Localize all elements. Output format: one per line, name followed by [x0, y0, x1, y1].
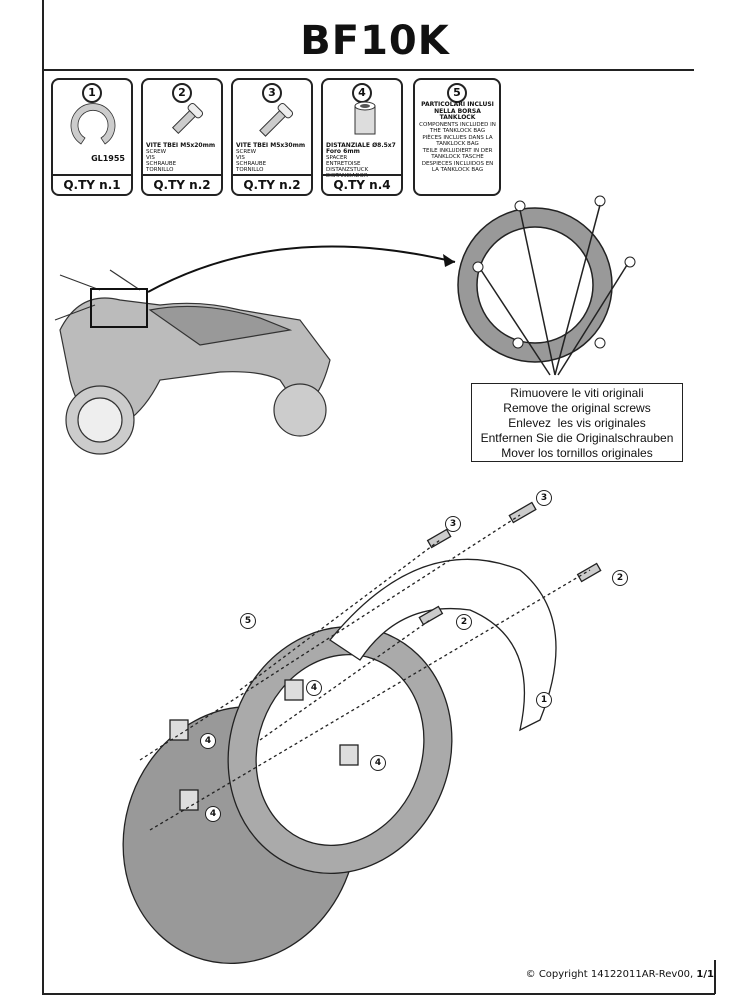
instruction-box: Rimuovere le viti originali Remove the o…: [471, 383, 683, 462]
page-frame-left: [42, 0, 44, 994]
callout-5: 5: [240, 613, 256, 629]
part-quantity: Q.TY n.4: [323, 174, 401, 194]
callout-2: 2: [456, 614, 472, 630]
part-number: 3: [262, 83, 282, 103]
tank-ring-plate-icon: [70, 103, 116, 145]
part-quantity: Q.TY n.2: [233, 174, 311, 194]
part-quantity: Q.TY n.2: [143, 174, 221, 194]
part-box-5: 5 PARTICOLARI INCLUSI NELLA BORSA TANKLO…: [413, 78, 501, 196]
instruction-en: Remove the original screws: [503, 401, 651, 415]
screw-icon: [259, 102, 294, 137]
part-quantity: Q.TY n.1: [53, 174, 131, 194]
part-number: 5: [447, 83, 467, 103]
screw-icon: [171, 102, 204, 135]
part-description: PARTICOLARI INCLUSI NELLA BORSA TANKLOCK…: [419, 101, 496, 173]
callout-2: 2: [612, 570, 628, 586]
callout-4: 4: [205, 806, 221, 822]
callout-4: 4: [306, 680, 322, 696]
instruction-es: Mover los tornillos originales: [501, 446, 653, 460]
instruction-fr: Enlevez les vis originales: [508, 416, 646, 430]
callout-4: 4: [370, 755, 386, 771]
part-number: 1: [82, 83, 102, 103]
copyright-text: © Copyright 14122011AR-Rev00,: [525, 969, 694, 980]
page-frame-bottom: [42, 993, 715, 995]
part-number: 2: [172, 83, 192, 103]
callout-3: 3: [536, 490, 552, 506]
part-code: GL1955: [91, 154, 125, 163]
callout-1: 1: [536, 692, 552, 708]
motorcycle-drawing: [54, 269, 331, 455]
exploded-view-drawing: [122, 501, 602, 964]
page-title: BF10K: [300, 18, 450, 64]
copyright-footer: © Copyright 14122011AR-Rev00, 1/1: [526, 969, 714, 980]
callout-3: 3: [445, 516, 461, 532]
part-box-1: 1 GL1955 Q.TY n.1: [51, 78, 133, 196]
original-ring-drawing: [457, 195, 636, 376]
title-divider: [42, 69, 694, 71]
instruction-it: Rimuovere le viti originali: [510, 386, 644, 400]
callout-4: 4: [200, 733, 216, 749]
spacer-icon: [354, 101, 376, 135]
instruction-de: Entfernen Sie die Originalschrauben: [480, 431, 674, 445]
page-frame-right: [714, 960, 716, 994]
page-number: 1/1: [696, 969, 714, 980]
